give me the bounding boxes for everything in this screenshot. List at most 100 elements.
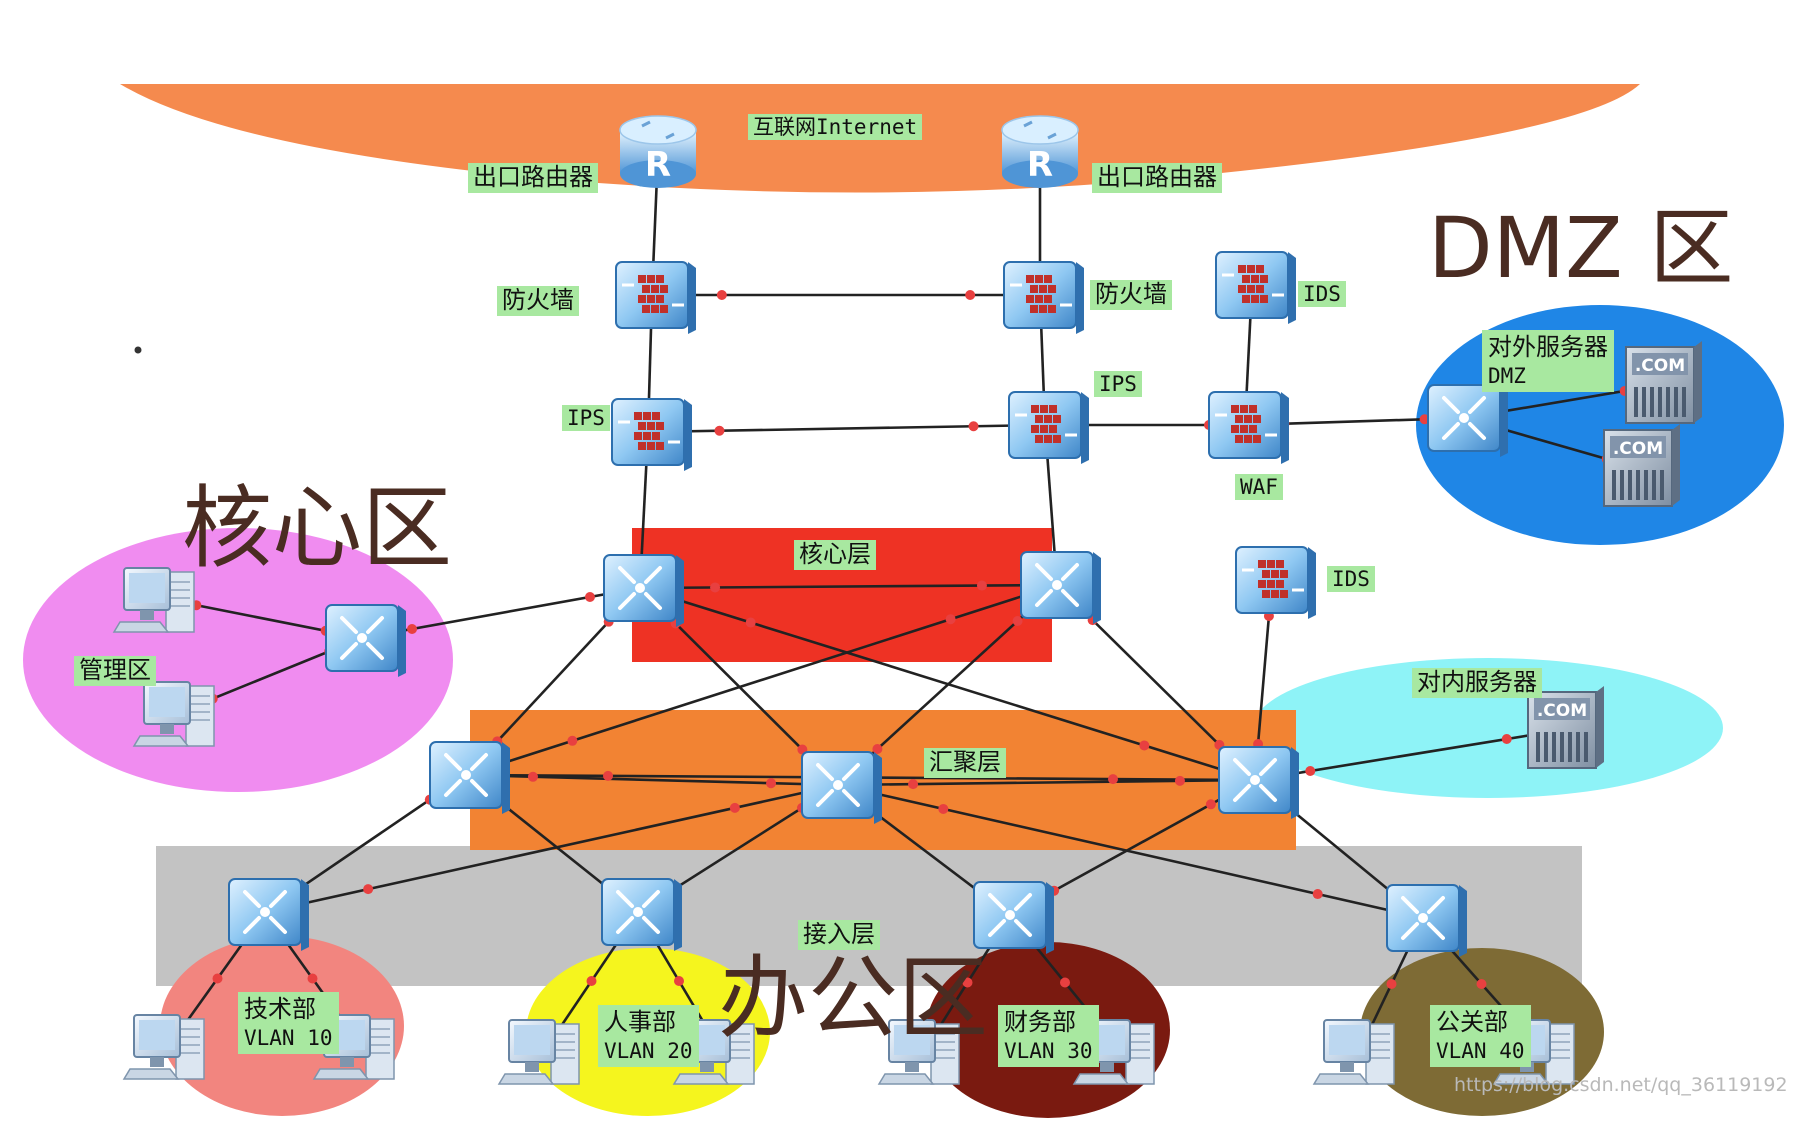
firewall-left-label: 防火墙: [497, 286, 579, 316]
access-switch-hr-icon: [601, 878, 682, 951]
server-tag: .COM: [1613, 439, 1663, 459]
link-dot: [1012, 616, 1023, 626]
dept-vlan-tech: VLAN 10: [244, 1026, 333, 1051]
link-dot: [603, 770, 614, 781]
waf-icon: [1208, 391, 1289, 464]
link-dot: [1060, 977, 1070, 988]
link-agg2-acc1: [264, 783, 839, 914]
link-dot: [965, 290, 976, 300]
link-ips1-ips2: [647, 423, 1046, 434]
router-right-label: 出口路由器: [1092, 163, 1222, 193]
access-layer-label: 接入层: [798, 920, 880, 950]
link-dot: [714, 425, 725, 436]
link-dot: [307, 973, 318, 984]
link-dot: [908, 779, 919, 790]
link-dot: [1476, 979, 1487, 989]
access-switch-tech-icon: [228, 878, 309, 951]
core-zone-title: 核心区: [182, 476, 452, 581]
link-dot: [1501, 734, 1512, 744]
dmz-zone-title: DMZ 区: [1428, 199, 1734, 297]
firewall-left-icon: [615, 261, 696, 334]
link-dot: [1174, 775, 1185, 786]
server-tag: .COM: [1635, 356, 1685, 376]
core-switch-right-icon: [1020, 551, 1101, 624]
management-pc-1-icon: [112, 567, 195, 633]
external-servers-title: 对外服务器: [1488, 333, 1608, 361]
aggregation-switch-left-icon: [429, 741, 510, 814]
link-agg2-acc4: [837, 783, 1424, 920]
dept-vlan-pr: VLAN 40: [1436, 1039, 1525, 1064]
link-dot: [716, 290, 727, 300]
external-servers-label: 对外服务器 DMZ: [1482, 330, 1614, 393]
link-dot: [407, 624, 418, 634]
server-tag: .COM: [1537, 701, 1587, 721]
ids-top-icon: [1215, 251, 1296, 324]
aggregation-layer-label: 汇聚层: [924, 748, 1006, 778]
link-dot: [968, 421, 979, 432]
waf-label: WAF: [1235, 474, 1283, 501]
watermark: https://blog.csdn.net/qq_36119192: [1454, 1074, 1788, 1096]
dept-name-hr: 人事部: [604, 1008, 676, 1036]
core-layer-label: 核心层: [794, 540, 876, 570]
router-right-icon: R: [1001, 115, 1079, 188]
link-dot: [674, 976, 684, 986]
link-dot: [567, 735, 578, 746]
router-left-icon: R: [619, 115, 697, 188]
management-pc-2-icon: [132, 681, 215, 747]
external-servers-sub: DMZ: [1488, 364, 1526, 389]
internal-server-icon: .COM: [1527, 686, 1604, 769]
dept-label-tech: 技术部 VLAN 10: [238, 992, 339, 1055]
dept-label-fin: 财务部 VLAN 30: [998, 1005, 1099, 1068]
dept-name-fin: 财务部: [1004, 1008, 1076, 1036]
dept-vlan-fin: VLAN 30: [1004, 1039, 1093, 1064]
link-dot: [1312, 889, 1323, 900]
dept-pc-fin-1-icon: [877, 1019, 960, 1085]
ips-right-icon: [1008, 391, 1089, 464]
stray-dot: [134, 346, 142, 354]
router-letter: R: [645, 145, 671, 185]
link-dot: [1107, 774, 1118, 785]
link-dot: [1205, 799, 1216, 810]
dept-pc-pr-1-icon: [1312, 1019, 1395, 1085]
firewall-right-icon: [1003, 261, 1084, 334]
aggregation-switch-right-icon: [1218, 746, 1299, 819]
ids-core-icon: [1235, 546, 1316, 619]
internet-label: 互联网Internet: [748, 114, 923, 141]
link-core2-agg1: [465, 583, 1058, 777]
access-switch-pr-icon: [1386, 884, 1467, 957]
ids-core-label: IDS: [1327, 566, 1375, 593]
external-server-2-icon: .COM: [1603, 424, 1680, 507]
dept-name-tech: 技术部: [244, 995, 316, 1023]
link-dot: [976, 580, 987, 591]
link-core1-core2: [639, 583, 1058, 590]
link-dot: [962, 977, 973, 988]
ips-right-label: IPS: [1094, 371, 1142, 398]
link-dot: [1139, 740, 1150, 751]
dept-pc-tech-1-icon: [122, 1014, 205, 1080]
access-switch-fin-icon: [973, 881, 1054, 954]
core-switch-left-icon: [603, 554, 684, 627]
link-dot: [745, 617, 756, 628]
ips-left-icon: [611, 398, 692, 471]
management-area-label: 管理区: [74, 656, 156, 686]
link-dot: [872, 744, 883, 754]
link-dot: [212, 973, 223, 984]
ips-left-label: IPS: [562, 405, 610, 432]
link-dot: [945, 614, 956, 625]
aggregation-switch-middle-icon: [801, 751, 882, 824]
link-dot: [1386, 979, 1397, 989]
dmz-switch-icon: [1427, 384, 1508, 457]
link-dot: [710, 582, 721, 593]
link-dot: [586, 976, 597, 986]
router-letter: R: [1027, 145, 1053, 185]
ids-top-label: IDS: [1298, 281, 1346, 308]
dept-vlan-hr: VLAN 20: [604, 1039, 693, 1064]
link-dot: [584, 592, 595, 602]
management-switch-icon: [325, 604, 406, 677]
link-dot: [527, 771, 538, 782]
link-dot: [1305, 766, 1316, 776]
firewall-right-label: 防火墙: [1090, 280, 1172, 310]
dept-name-pr: 公关部: [1436, 1008, 1508, 1036]
link-dot: [766, 778, 777, 789]
